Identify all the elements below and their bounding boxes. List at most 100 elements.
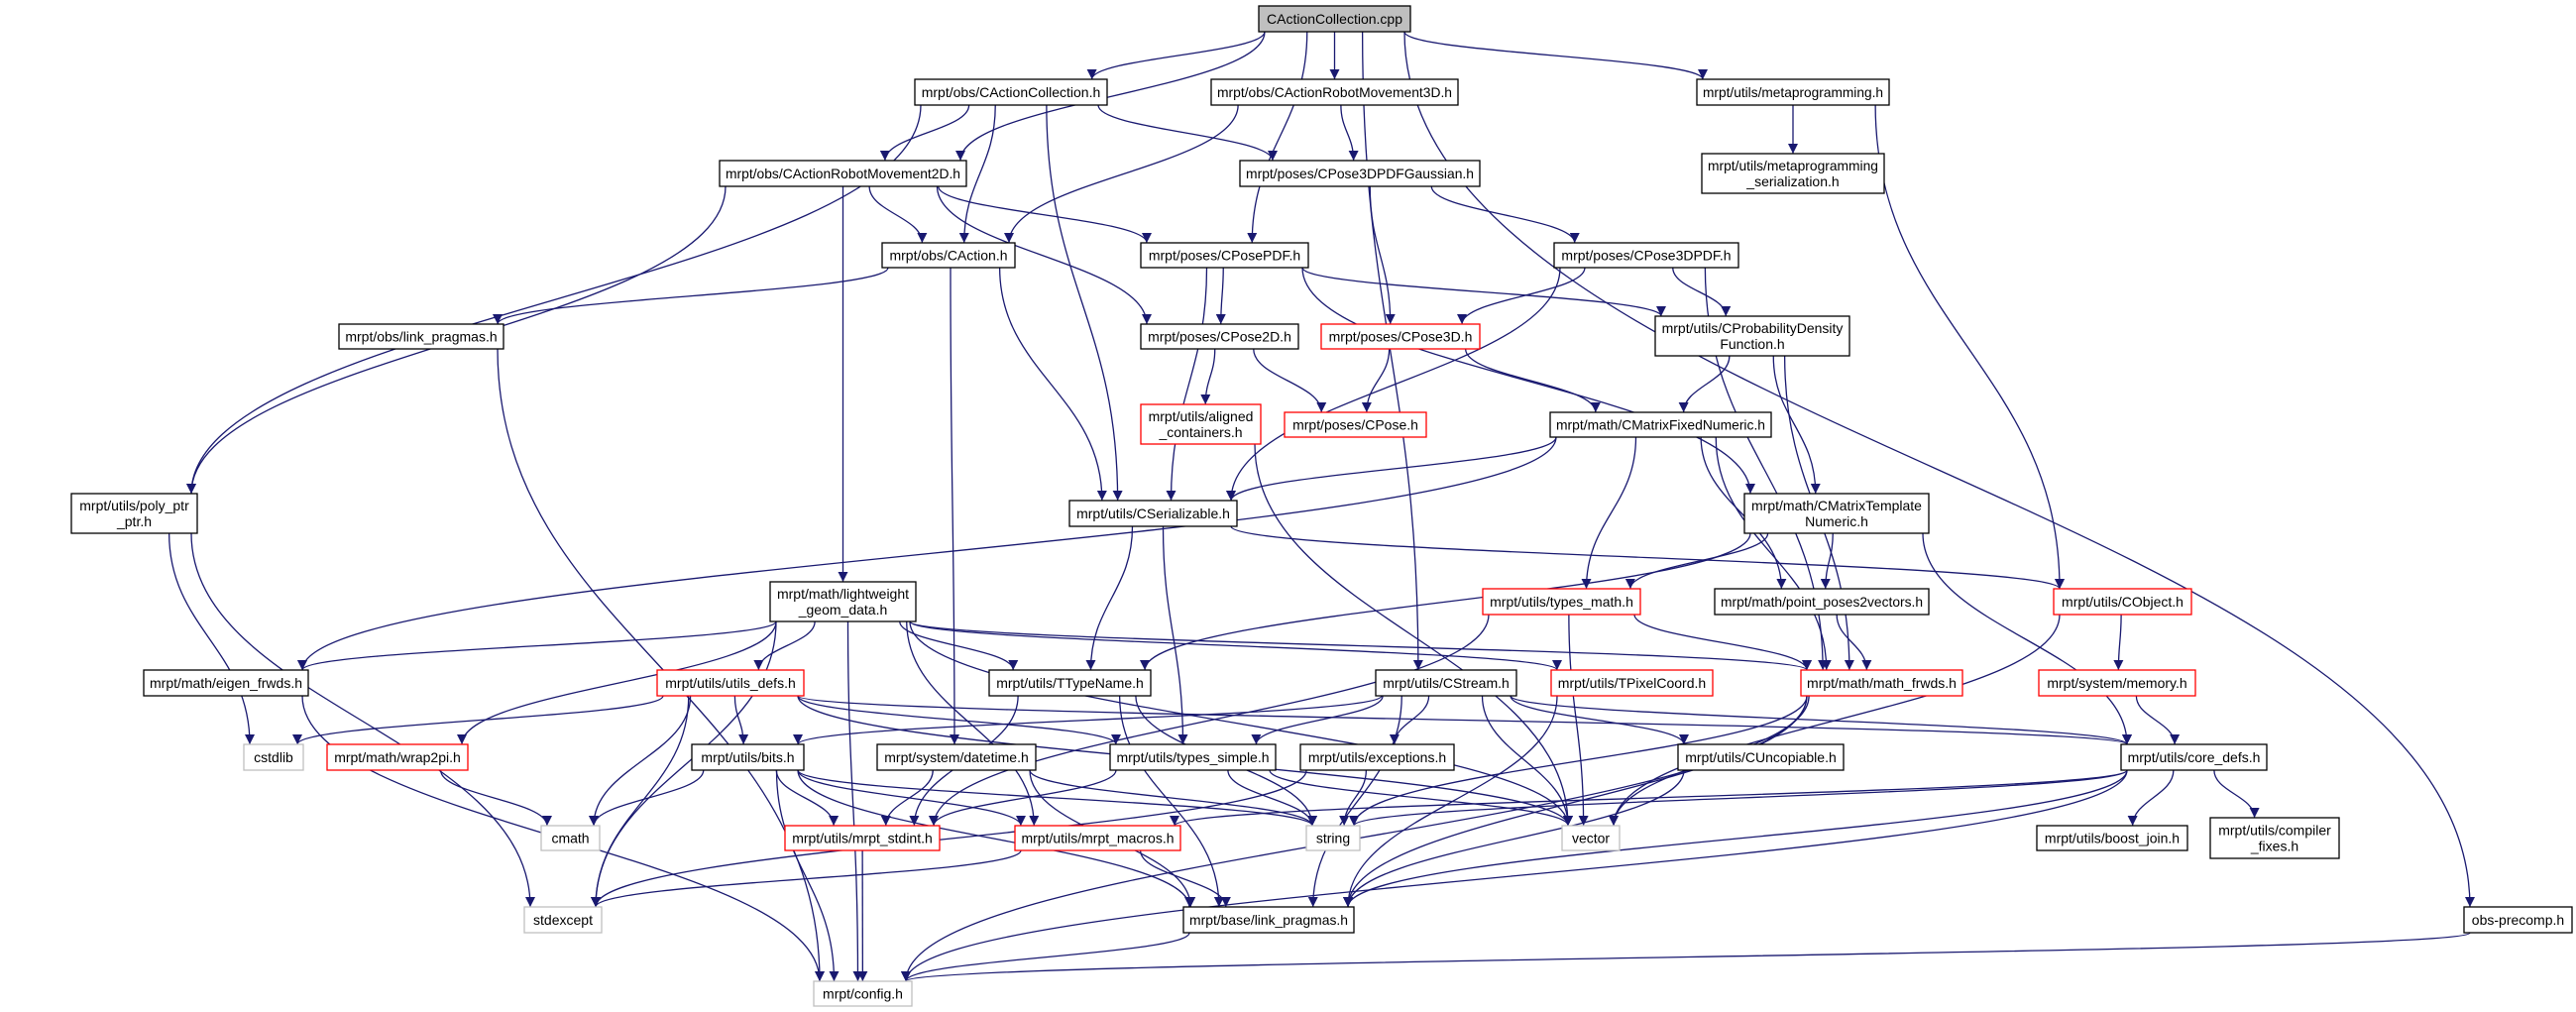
edge-bits-to-stdint bbox=[775, 769, 840, 827]
node-stdexcept[interactable]: stdexcept bbox=[523, 906, 603, 934]
edge-pp2v-to-mathfrwds bbox=[1836, 614, 1872, 671]
node-box bbox=[1299, 743, 1455, 771]
node-lwgeom[interactable]: mrpt/math/lightweight_geom_data.h bbox=[769, 581, 917, 622]
node-cpose[interactable]: mrpt/poses/CPose.h bbox=[1284, 411, 1427, 438]
node-p3dgauss[interactable]: mrpt/poses/CPose3DPDFGaussian.h bbox=[1239, 160, 1481, 187]
node-p3dpdf[interactable]: mrpt/poses/CPose3DPDF.h bbox=[1553, 242, 1739, 269]
edge-coredefs-to-macros bbox=[1170, 769, 2128, 827]
edge-action-to-obs_lp bbox=[493, 267, 889, 325]
node-box bbox=[70, 493, 198, 534]
edge-polyptr-to-cstdlib bbox=[168, 532, 255, 745]
node-box bbox=[143, 669, 309, 697]
node-label: cstdlib bbox=[254, 749, 293, 765]
node-compfix[interactable]: mrpt/utils/compiler_fixes.h bbox=[2209, 817, 2340, 859]
edge-typesmath-to-mathfrwds bbox=[1633, 614, 1812, 671]
node-stdint[interactable]: mrpt/utils/mrpt_stdint.h bbox=[784, 825, 941, 851]
edge-macros-to-stdexcept bbox=[591, 849, 1022, 908]
node-exceptions[interactable]: mrpt/utils/exceptions.h bbox=[1299, 743, 1455, 771]
node-label: mrpt/system/datetime.h bbox=[884, 749, 1029, 765]
edge-lwgeom-to-eigen bbox=[297, 620, 777, 671]
node-box bbox=[540, 825, 601, 851]
node-posepdf[interactable]: mrpt/poses/CPosePDF.h bbox=[1140, 242, 1309, 269]
node-pp2v[interactable]: mrpt/math/point_poses2vectors.h bbox=[1714, 588, 1930, 616]
node-cserial[interactable]: mrpt/utils/CSerializable.h bbox=[1068, 500, 1238, 527]
edge-obs_lp-to-config bbox=[497, 348, 825, 982]
node-polyptr[interactable]: mrpt/utils/poly_ptr_ptr.h bbox=[70, 493, 198, 534]
node-obs_lp[interactable]: mrpt/obs/link_pragmas.h bbox=[338, 323, 504, 350]
node-box bbox=[1014, 825, 1181, 851]
edge-action-to-datetime bbox=[949, 267, 959, 745]
node-cmath[interactable]: cmath bbox=[540, 825, 601, 851]
edge-cmtempl-to-coredefs bbox=[1922, 532, 2132, 745]
node-label: mrpt/config.h bbox=[823, 986, 903, 1002]
node-wrap2pi[interactable]: mrpt/math/wrap2pi.h bbox=[326, 743, 469, 771]
node-arm2d[interactable]: mrpt/obs/CActionRobotMovement2D.h bbox=[719, 160, 967, 187]
node-box bbox=[881, 242, 1016, 269]
edge-typessimple-to-vector bbox=[1269, 769, 1573, 827]
node-string[interactable]: string bbox=[1305, 825, 1361, 851]
node-box bbox=[1549, 411, 1772, 438]
node-label: _ptr.h bbox=[116, 513, 152, 529]
node-meta_ser[interactable]: mrpt/utils/metaprogramming_serialization… bbox=[1701, 153, 1885, 194]
edge-cserial-to-typessimple bbox=[1162, 525, 1188, 745]
node-mathfrwds[interactable]: mrpt/math/math_frwds.h bbox=[1800, 669, 1963, 697]
node-bits[interactable]: mrpt/utils/bits.h bbox=[691, 743, 805, 771]
edge-baselp-to-config bbox=[901, 932, 1190, 982]
node-cstream[interactable]: mrpt/utils/CStream.h bbox=[1375, 669, 1517, 697]
node-label: mrpt/math/point_poses2vectors.h bbox=[1721, 594, 1923, 610]
node-typessimple[interactable]: mrpt/utils/types_simple.h bbox=[1109, 743, 1277, 771]
node-aligned[interactable]: mrpt/utils/aligned_containers.h bbox=[1140, 403, 1262, 445]
node-label: mrpt/utils/CProbabilityDensity bbox=[1662, 320, 1844, 336]
edge-pose3d-to-cpose bbox=[1361, 348, 1391, 413]
node-boostjoin[interactable]: mrpt/utils/boost_join.h bbox=[2036, 825, 2188, 851]
edge-cmfixed-to-typesmath bbox=[1581, 436, 1637, 590]
node-cmfixed[interactable]: mrpt/math/CMatrixFixedNumeric.h bbox=[1549, 411, 1772, 438]
node-macros[interactable]: mrpt/utils/mrpt_macros.h bbox=[1014, 825, 1181, 851]
node-label: mrpt/obs/CAction.h bbox=[889, 248, 1007, 264]
node-tpixel[interactable]: mrpt/utils/TPixelCoord.h bbox=[1550, 669, 1714, 697]
edge-arm3d-to-action bbox=[1004, 104, 1239, 244]
node-ac_h[interactable]: mrpt/obs/CActionCollection.h bbox=[914, 78, 1108, 106]
node-cobject[interactable]: mrpt/utils/CObject.h bbox=[2053, 588, 2192, 616]
node-box bbox=[1258, 5, 1411, 33]
edge-utilsdefs-to-stdexcept bbox=[591, 695, 690, 908]
node-box bbox=[2038, 669, 2196, 697]
node-pose3d[interactable]: mrpt/poses/CPose3D.h bbox=[1320, 323, 1481, 350]
node-coredefs[interactable]: mrpt/utils/core_defs.h bbox=[2120, 743, 2268, 771]
node-datetime[interactable]: mrpt/system/datetime.h bbox=[876, 743, 1037, 771]
node-label: _serialization.h bbox=[1745, 173, 1839, 189]
node-vector[interactable]: vector bbox=[1561, 825, 1621, 851]
node-label: mrpt/base/link_pragmas.h bbox=[1189, 912, 1348, 928]
node-label: mrpt/utils/compiler bbox=[2218, 823, 2331, 839]
node-cpp[interactable]: CActionCollection.cpp bbox=[1258, 5, 1411, 33]
edge-ttypename-to-baselp bbox=[1118, 695, 1224, 908]
node-arm3d[interactable]: mrpt/obs/CActionRobotMovement3D.h bbox=[1210, 78, 1459, 106]
node-typesmath[interactable]: mrpt/utils/types_math.h bbox=[1482, 588, 1641, 616]
edge-posepdf-to-pose2d bbox=[1215, 267, 1226, 325]
node-utilsdefs[interactable]: mrpt/utils/utils_defs.h bbox=[656, 669, 805, 697]
node-cstdlib[interactable]: cstdlib bbox=[243, 743, 304, 771]
node-label: cmath bbox=[551, 831, 589, 846]
node-ttypename[interactable]: mrpt/utils/TTypeName.h bbox=[988, 669, 1152, 697]
edge-exceptions-to-stdexcept bbox=[591, 769, 1307, 908]
node-action[interactable]: mrpt/obs/CAction.h bbox=[881, 242, 1016, 269]
edge-lwgeom-to-config bbox=[846, 620, 863, 982]
node-meta[interactable]: mrpt/utils/metaprogramming.h bbox=[1696, 78, 1890, 106]
edge-pose2d-to-aligned bbox=[1200, 348, 1216, 405]
node-config[interactable]: mrpt/config.h bbox=[813, 980, 913, 1007]
node-box bbox=[1561, 825, 1621, 851]
node-obsprecomp[interactable]: obs-precomp.h bbox=[2463, 906, 2573, 934]
node-label: mrpt/utils/poly_ptr bbox=[79, 498, 189, 513]
node-pose2d[interactable]: mrpt/poses/CPose2D.h bbox=[1140, 323, 1299, 350]
edge-cstream-to-baselp bbox=[1307, 695, 1402, 908]
node-baselp[interactable]: mrpt/base/link_pragmas.h bbox=[1182, 906, 1355, 934]
node-label: mrpt/math/math_frwds.h bbox=[1807, 675, 1957, 691]
node-label: vector bbox=[1572, 831, 1610, 846]
node-uncopiable[interactable]: mrpt/utils/CUncopiable.h bbox=[1677, 743, 1845, 771]
edge-datetime-to-string bbox=[1029, 769, 1317, 827]
edge-cmtempl-to-typesmath bbox=[1624, 532, 1769, 590]
node-memory[interactable]: mrpt/system/memory.h bbox=[2038, 669, 2196, 697]
node-eigen[interactable]: mrpt/math/eigen_frwds.h bbox=[143, 669, 309, 697]
